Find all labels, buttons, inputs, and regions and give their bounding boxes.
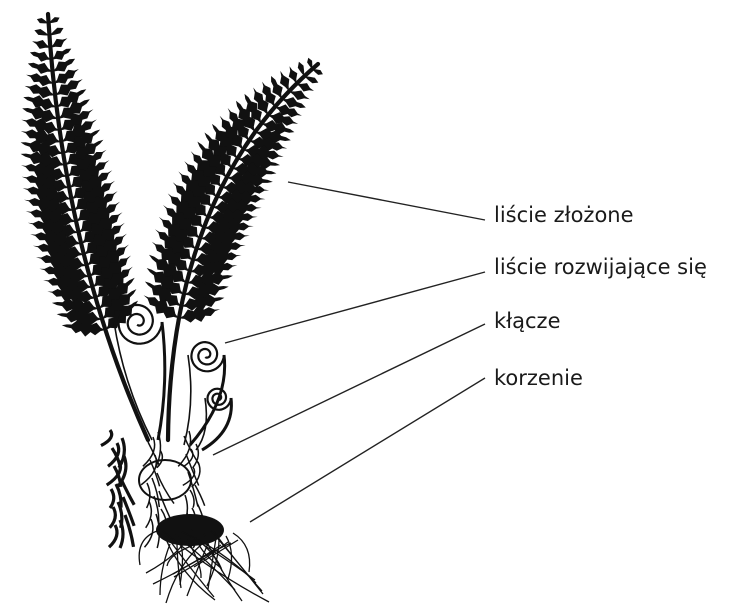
label-unrolling-leaves: liście rozwijające się bbox=[494, 257, 707, 278]
right-frond bbox=[144, 58, 323, 440]
frond-pinna bbox=[304, 76, 318, 83]
frond-pinna bbox=[307, 58, 312, 69]
root-strand bbox=[160, 544, 170, 595]
root-strand bbox=[214, 532, 262, 591]
fiddlehead-stem-outline bbox=[114, 322, 152, 440]
fiddlehead-coil bbox=[191, 342, 224, 371]
frond-pinna bbox=[51, 49, 71, 60]
frond-pinna bbox=[53, 59, 76, 72]
frond-pinna bbox=[26, 73, 54, 86]
frond-pinna bbox=[179, 306, 220, 323]
label-compound-leaves: liście złożone bbox=[494, 205, 634, 226]
leader-lines bbox=[213, 182, 485, 522]
rhizome-scale bbox=[110, 507, 116, 528]
rhizome-scale bbox=[109, 525, 117, 547]
frond-pinna bbox=[298, 62, 304, 77]
frond-pinna bbox=[312, 69, 323, 75]
leader-line-compound-leaves bbox=[288, 182, 485, 220]
leader-line-unrolling-leaves bbox=[225, 272, 485, 343]
leader-line-rhizome bbox=[213, 324, 485, 455]
label-rhizome: kłącze bbox=[494, 311, 561, 332]
label-roots: korzenie bbox=[494, 368, 583, 389]
left-frond bbox=[21, 14, 148, 440]
frond-pinna bbox=[32, 40, 50, 49]
rhizome-scale bbox=[108, 443, 119, 466]
frond-pinna bbox=[28, 63, 53, 74]
frond-pinna bbox=[30, 52, 52, 62]
frond-pinna bbox=[297, 83, 315, 91]
frond-pinna bbox=[289, 66, 298, 84]
fiddlehead-coil bbox=[208, 389, 232, 410]
rhizome-scale bbox=[192, 462, 200, 487]
rhizome-scale bbox=[120, 520, 123, 548]
rhizome-scale bbox=[110, 489, 114, 508]
leader-line-roots bbox=[250, 378, 485, 522]
rhizome-scale bbox=[190, 490, 194, 508]
frond-pinna bbox=[49, 28, 63, 36]
rhizome-scale bbox=[101, 430, 112, 446]
frond-pinna bbox=[50, 38, 67, 47]
fiddlehead-stem bbox=[158, 322, 165, 440]
